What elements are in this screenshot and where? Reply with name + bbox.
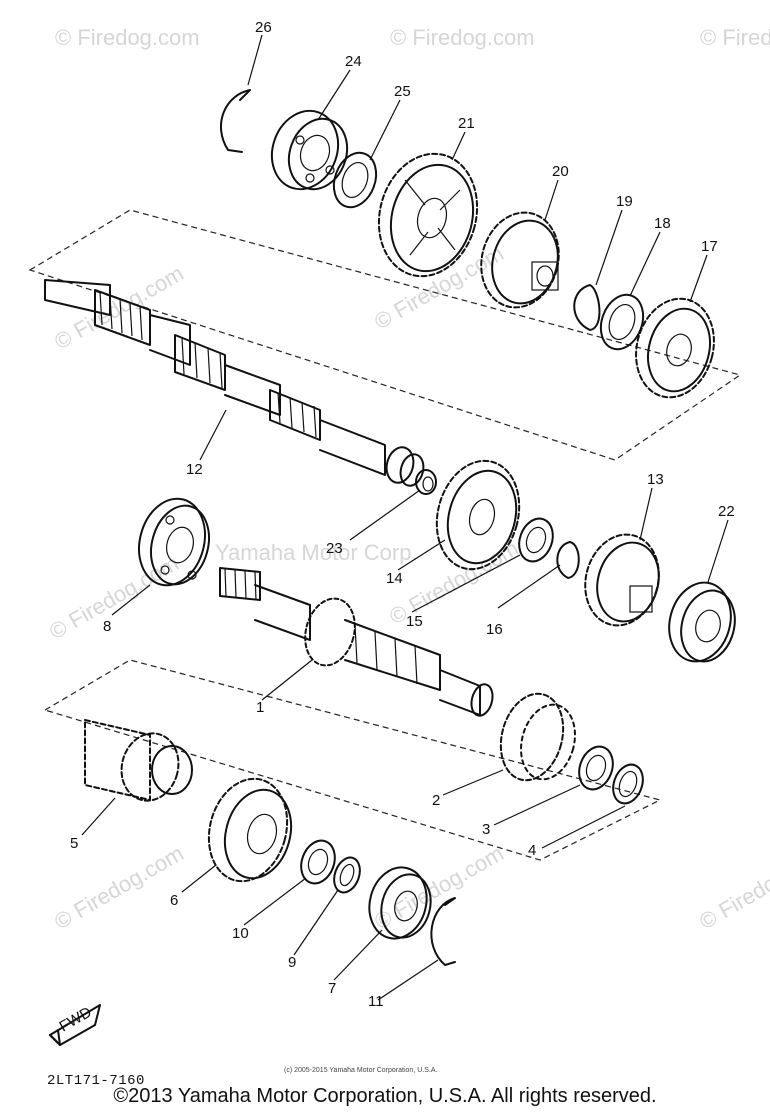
drive-axle-1: [219, 567, 494, 717]
gear-14: [435, 459, 521, 571]
bearing-7: [368, 866, 432, 940]
callout-24: 24: [345, 53, 362, 70]
fwd-arrow-icon: FWD: [49, 1004, 101, 1046]
fwd-label: FWD: [57, 1004, 95, 1036]
watermark: © Firedog.com: [50, 260, 188, 354]
gear-5: [84, 719, 193, 802]
callout-6: 6: [170, 892, 178, 909]
watermark: © Firedog.com: [45, 550, 183, 644]
callout-23: 23: [326, 540, 343, 557]
watermark-yamaha: Yamaha Motor Corp.: [215, 540, 418, 565]
bearing-24: [270, 109, 349, 191]
callout-5: 5: [70, 835, 78, 852]
callout-12: 12: [186, 461, 203, 478]
watermark: © Firedog.com: [700, 25, 770, 50]
watermark: © Firedog.com: [390, 25, 535, 50]
circlip-4: [612, 763, 644, 805]
callout-20: 20: [552, 163, 569, 180]
collar-23: [415, 469, 437, 495]
gear-6: [207, 777, 293, 883]
callout-labels: 26 24 25 21 20 19 18 17 12 23 14 13 22 1…: [70, 19, 735, 1010]
callout-16: 16: [486, 621, 503, 638]
circlip-9: [333, 856, 361, 894]
drive-axle-group-outline: [43, 659, 662, 861]
circlip-26: [219, 89, 251, 153]
gear-17: [635, 297, 715, 399]
gear-20: [480, 211, 560, 309]
callout-3: 3: [482, 821, 490, 838]
leader-lines: [81, 34, 729, 1001]
callout-13: 13: [647, 471, 664, 488]
washer-3: [578, 745, 614, 791]
gear-13: [584, 533, 660, 627]
watermark: © Firedog.com: [370, 840, 508, 934]
small-copyright: (c) 2005-2015 Yamaha Motor Corporation, …: [284, 1067, 438, 1074]
copyright-footer: ©2013 Yamaha Motor Corporation, U.S.A. A…: [113, 1085, 657, 1107]
callout-19: 19: [616, 193, 633, 210]
callout-25: 25: [394, 83, 411, 100]
circlip-11: [430, 897, 456, 966]
callout-10: 10: [232, 925, 249, 942]
washer-15: [518, 517, 554, 563]
gear-21: [377, 152, 479, 278]
watermark: © Firedog.com: [695, 840, 770, 934]
callout-15: 15: [406, 613, 423, 630]
callout-18: 18: [654, 215, 671, 232]
circlip-16: [556, 541, 580, 579]
watermark: © Firedog.com: [55, 25, 200, 50]
callout-2: 2: [432, 792, 440, 809]
washer-18: [599, 293, 645, 351]
main-axle-12: [44, 279, 425, 487]
callout-22: 22: [718, 503, 735, 520]
circlip-19: [573, 284, 601, 331]
bearing-8: [138, 497, 210, 587]
part-code: 2LT171-7160: [47, 1073, 145, 1089]
washer-25: [332, 151, 378, 209]
washer-10: [300, 839, 336, 885]
bearing-22: [668, 581, 736, 663]
callout-9: 9: [288, 954, 296, 971]
watermark: © Firedog.com: [50, 840, 188, 934]
gear-2: [499, 692, 576, 782]
callout-1: 1: [256, 699, 264, 716]
callout-11: 11: [368, 993, 384, 1010]
callout-14: 14: [386, 570, 403, 587]
main-axle-group-outline: [28, 209, 742, 461]
callout-8: 8: [103, 618, 111, 635]
callout-7: 7: [328, 980, 336, 997]
callout-4: 4: [528, 842, 536, 859]
callout-26: 26: [255, 19, 272, 36]
callout-21: 21: [458, 115, 475, 132]
callout-17: 17: [701, 238, 718, 255]
